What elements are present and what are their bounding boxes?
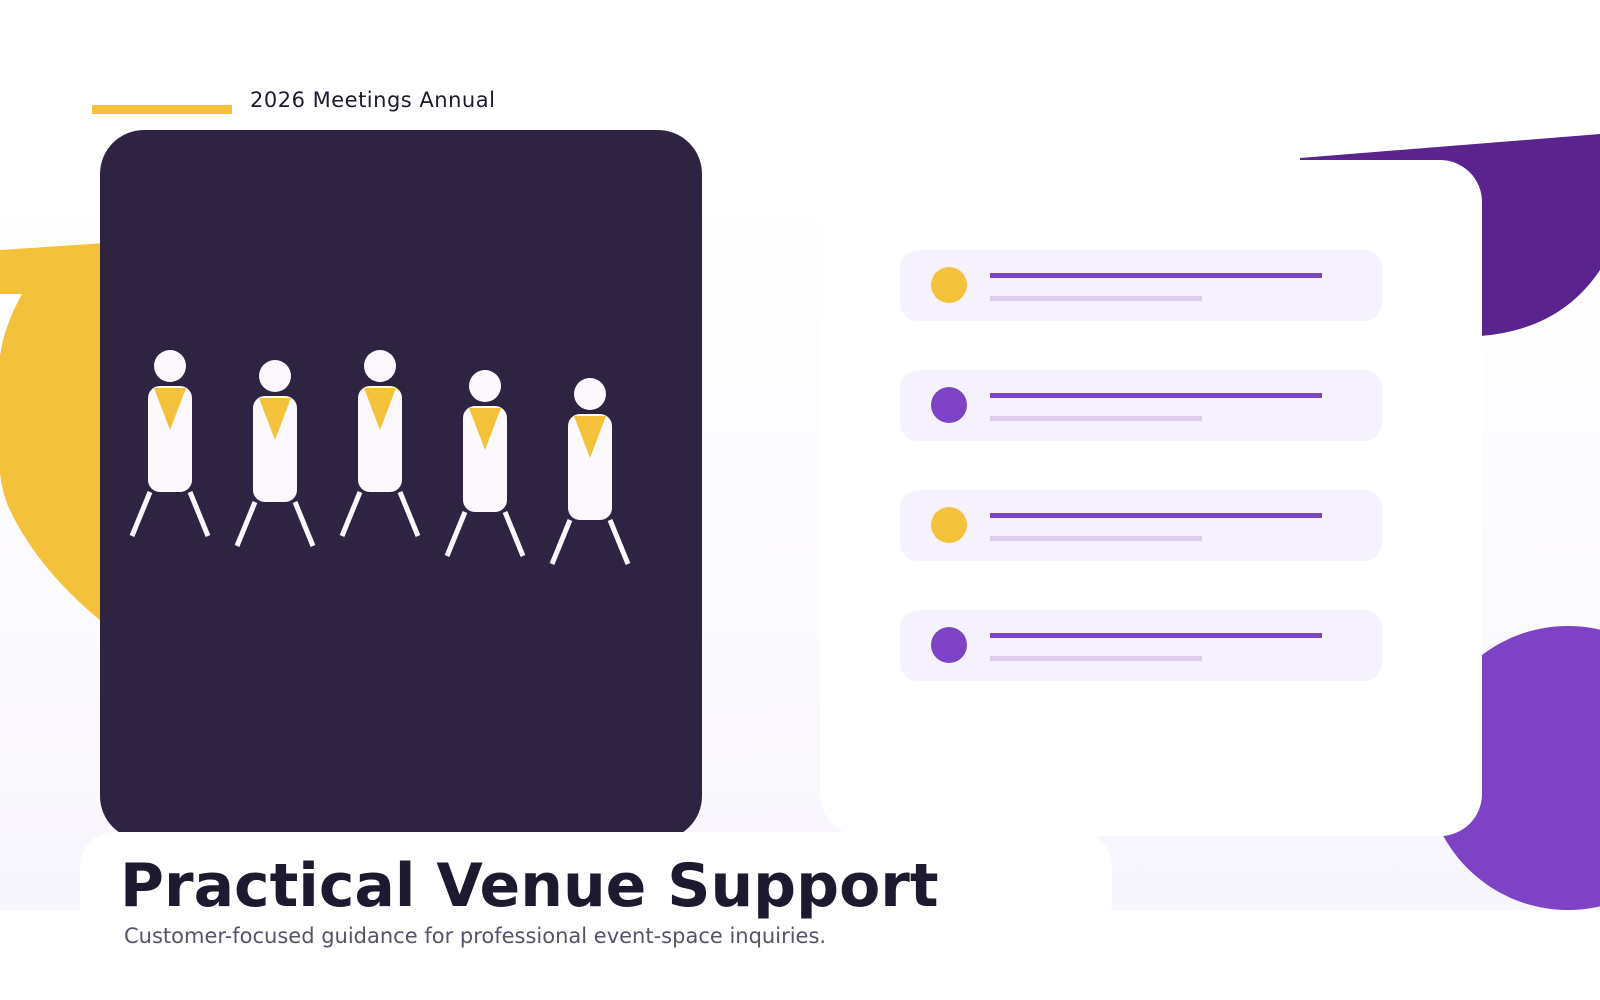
list-item <box>900 490 1382 561</box>
person-figure <box>234 360 316 547</box>
person-figure <box>444 370 526 557</box>
placeholder-line-primary <box>990 393 1322 398</box>
title-panel: Practical Venue Support Customer-focused… <box>80 832 1112 1000</box>
placeholder-line-primary <box>990 633 1322 638</box>
eyebrow-text: 2026 Meetings Annual <box>250 88 496 112</box>
list-item <box>900 610 1382 681</box>
list-item <box>900 250 1382 321</box>
person-figure <box>339 350 421 537</box>
placeholder-line-secondary <box>990 416 1202 421</box>
bullet-dot-icon <box>931 507 967 543</box>
person-figure <box>129 350 211 537</box>
yellow-decor-shape <box>0 236 130 656</box>
bullet-dot-icon <box>931 387 967 423</box>
bullet-dot-icon <box>931 267 967 303</box>
illustration-panel <box>100 130 702 840</box>
checklist-card <box>820 160 1482 836</box>
person-figure <box>549 378 631 565</box>
page-title: Practical Venue Support <box>120 851 939 921</box>
placeholder-line-primary <box>990 513 1322 518</box>
placeholder-line-secondary <box>990 536 1202 541</box>
placeholder-line-secondary <box>990 296 1202 301</box>
placeholder-line-secondary <box>990 656 1202 661</box>
list-item <box>900 370 1382 441</box>
page-subtitle: Customer-focused guidance for profession… <box>124 924 827 948</box>
placeholder-line-primary <box>990 273 1322 278</box>
people-group-illustration <box>129 350 631 565</box>
accent-bar <box>92 105 232 114</box>
bullet-dot-icon <box>931 627 967 663</box>
